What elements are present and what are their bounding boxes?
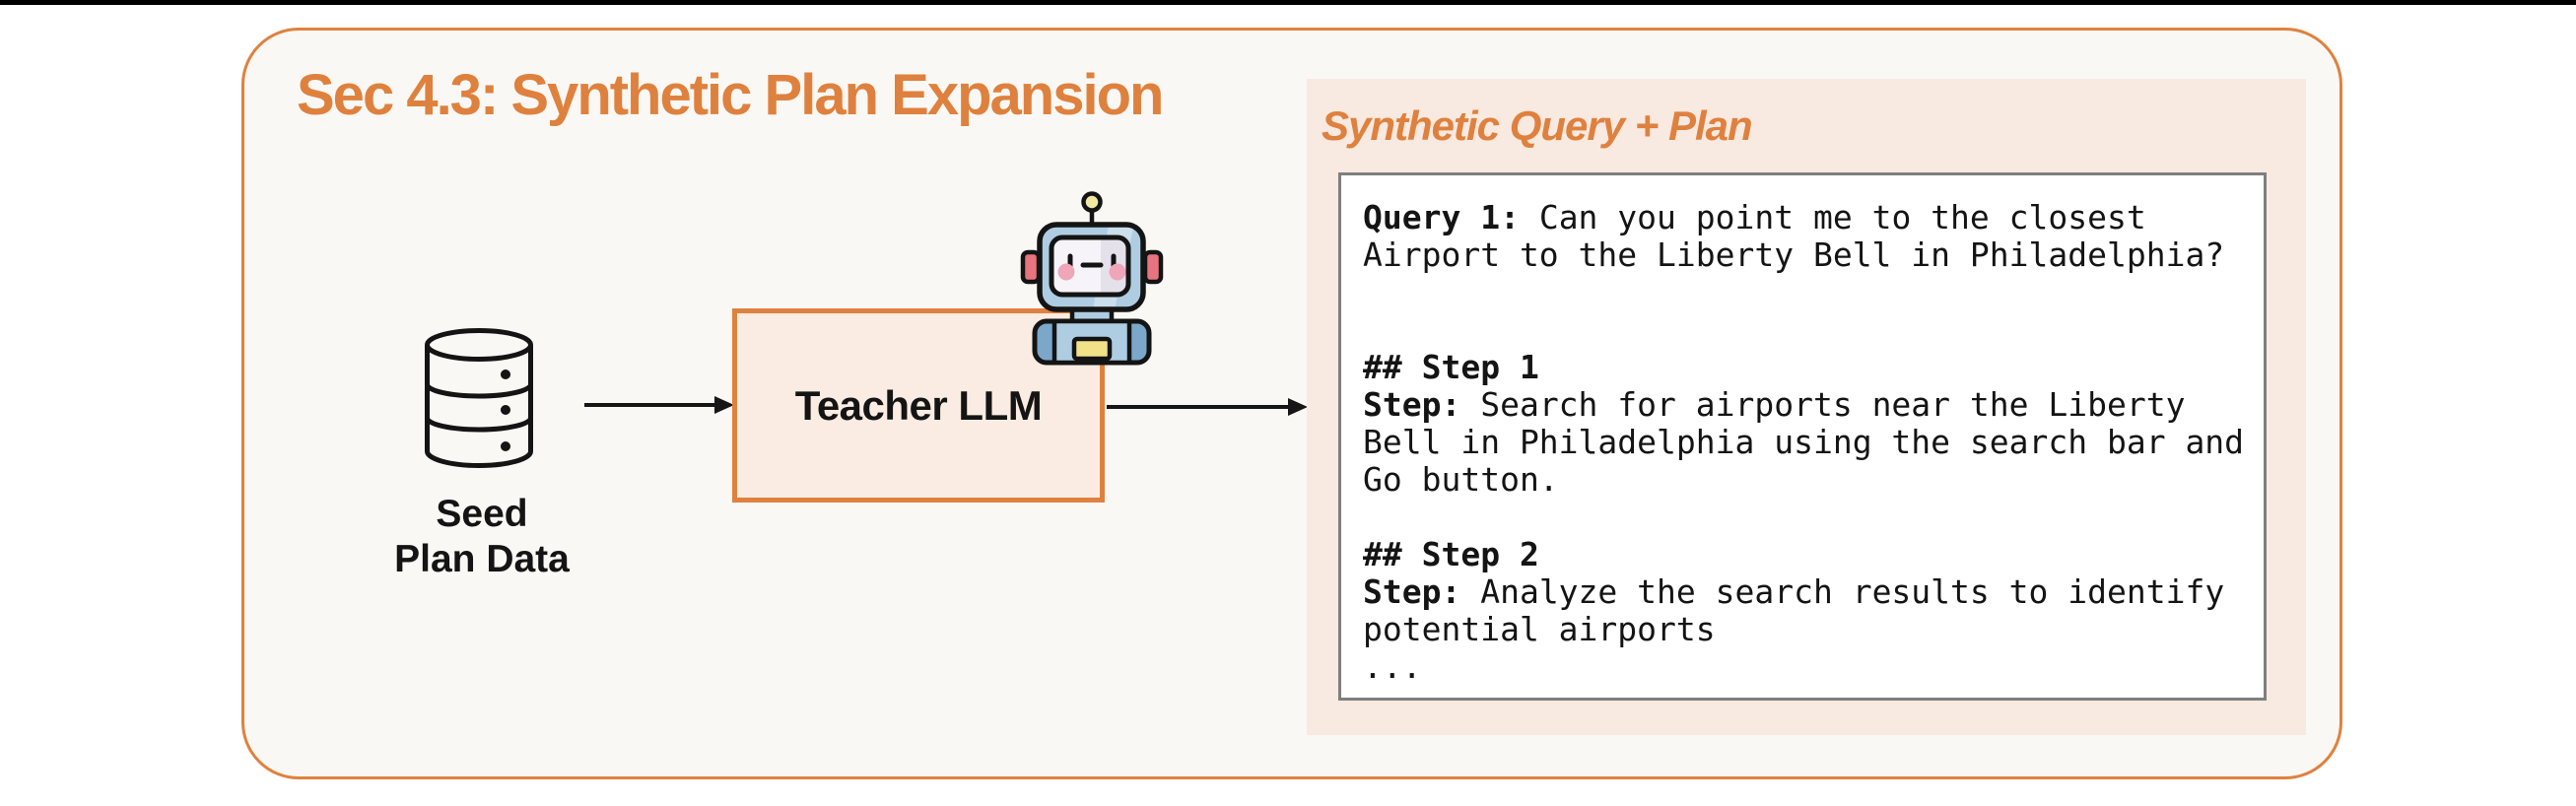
- arrow-shaft: [1107, 405, 1292, 409]
- arrow-teacher-to-panel: [1107, 398, 1308, 416]
- code-box: Query 1: Can you point me to the closest…: [1338, 172, 2267, 701]
- top-border-bar: [0, 0, 2576, 5]
- arrow-head-icon: [1288, 398, 1308, 416]
- arrow-seed-to-teacher: [584, 396, 734, 414]
- robot-icon: [1020, 191, 1164, 366]
- section-title: Sec 4.3: Synthetic Plan Expansion: [297, 63, 1164, 127]
- seed-node-label: Seed Plan Data: [394, 493, 570, 580]
- outer-frame: Sec 4.3: Synthetic Plan Expansion Seed P…: [241, 28, 2342, 779]
- arrow-shaft: [584, 403, 718, 407]
- teacher-llm-label: Teacher LLM: [794, 381, 1043, 429]
- panel-title: Synthetic Query + Plan: [1322, 102, 1753, 149]
- synthetic-query-plan-panel: Synthetic Query + Plan Query 1: Can you …: [1307, 79, 2306, 735]
- code-text: Query 1: Can you point me to the closest…: [1363, 198, 2245, 686]
- arrow-head-icon: [714, 396, 734, 414]
- database-icon: [425, 328, 533, 468]
